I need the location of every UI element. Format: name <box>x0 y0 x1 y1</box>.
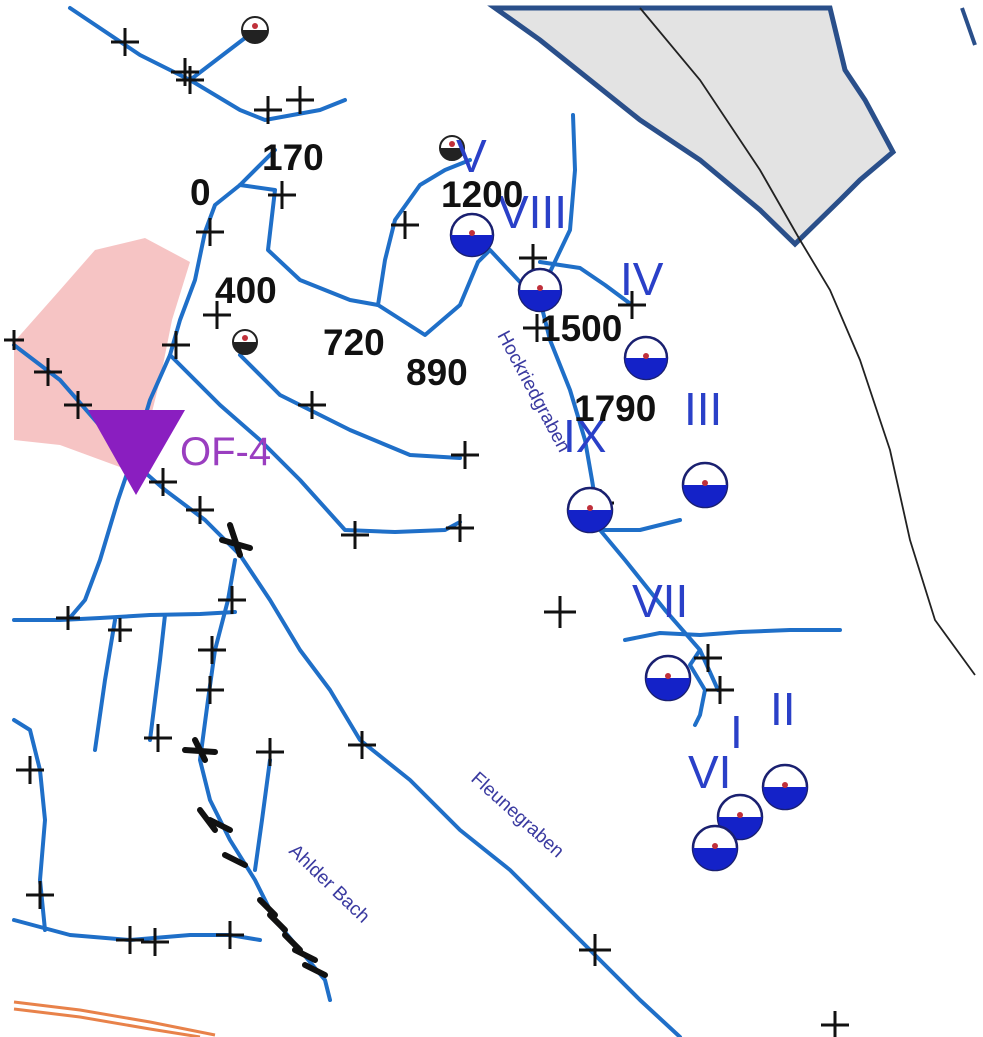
stream-mid-ridge <box>238 183 480 337</box>
stream-left-vert2 <box>148 613 167 742</box>
plus-cross-icon <box>26 881 54 909</box>
distance-label-400: 400 <box>215 270 277 311</box>
plus-cross-icon <box>149 468 177 496</box>
plus-cross-icon <box>391 211 419 239</box>
half-filled-circle-icon <box>517 267 563 313</box>
plus-cross-icon <box>348 731 376 759</box>
filled-circle-icon <box>439 135 465 161</box>
well-label-iii: III <box>684 383 722 435</box>
well-labels: V VIII IV III IX VII II I VI <box>456 130 796 798</box>
stream-vii-small <box>688 648 707 727</box>
plus-cross-icon <box>203 301 231 329</box>
plus-cross-icon <box>196 676 224 704</box>
stream-topleft <box>68 6 347 122</box>
outfall-label: OF-4 <box>180 430 271 474</box>
plus-cross-icon <box>108 618 132 642</box>
plus-cross-icon <box>186 496 214 524</box>
plus-cross-icon <box>256 738 284 766</box>
plus-cross-icon <box>34 358 62 386</box>
stream-v-branch <box>376 158 472 307</box>
well-label-ii: II <box>770 683 796 735</box>
filled-circle-icon <box>241 16 269 44</box>
half-filled-circle-icon <box>691 824 739 872</box>
river-right-edge <box>960 7 977 46</box>
stream-left-horizontal <box>12 610 237 622</box>
plus-cross-icon <box>523 314 551 342</box>
plus-cross-icon <box>64 391 92 419</box>
well-label-ix: IX <box>563 410 606 462</box>
plus-cross-icon <box>254 96 282 124</box>
stream-left-vert1 <box>93 618 117 752</box>
boundary-line <box>639 7 976 676</box>
plus-cross-icon <box>446 514 474 542</box>
gray-area <box>487 5 897 248</box>
well-label-i: I <box>730 706 743 758</box>
distance-label-720: 720 <box>323 322 385 363</box>
distance-label-890: 890 <box>406 352 468 393</box>
plus-cross-icon <box>176 66 204 94</box>
stream-mid-down <box>168 353 462 534</box>
stream-mid-down2 <box>238 353 462 460</box>
stream-ahlder-side <box>253 758 272 872</box>
plus-cross-icon <box>116 926 144 954</box>
plus-cross-icon <box>341 521 369 549</box>
plus-cross-icon <box>196 218 224 246</box>
plus-cross-icon <box>111 28 139 56</box>
plus-cross-icon <box>286 86 314 114</box>
orange-line <box>13 1000 216 1037</box>
plus-cross-icon <box>216 921 244 949</box>
outfall-marker: OF-4 <box>88 410 271 495</box>
half-filled-circle-icon <box>681 461 729 509</box>
distance-label-1500: 1500 <box>540 308 622 349</box>
half-filled-circle-icon <box>623 335 669 381</box>
plus-cross-icon <box>198 636 226 664</box>
plus-cross-icon <box>16 756 44 784</box>
stream-bottom-left-b <box>12 918 262 942</box>
stream-label-ahlder-bach: Ahlder Bach <box>285 840 374 927</box>
plus-cross-icon <box>618 291 646 319</box>
stream-ix-side <box>598 518 682 532</box>
plus-cross-icon <box>694 644 722 672</box>
half-filled-circle-icon <box>644 654 692 702</box>
stream-vii-side <box>623 628 842 642</box>
filled-circle-icon <box>232 329 258 355</box>
point-markers <box>232 16 465 355</box>
well-label-v: V <box>456 130 487 182</box>
triangle-down-icon <box>88 410 185 495</box>
cross-markers <box>4 28 849 1037</box>
well-label-iv: IV <box>620 253 664 305</box>
well-markers <box>449 212 809 872</box>
dense-cluster <box>182 522 328 978</box>
plus-cross-icon <box>56 606 80 630</box>
half-filled-circle-icon <box>566 486 614 534</box>
distance-label-0: 0 <box>190 172 211 213</box>
half-filled-circle-icon <box>761 763 809 811</box>
well-label-vii: VII <box>632 575 688 627</box>
distance-label-1790: 1790 <box>574 388 656 429</box>
plus-cross-icon <box>821 1011 849 1037</box>
plus-cross-icon <box>218 586 246 614</box>
plus-cross-icon <box>706 676 734 704</box>
plus-cross-icon <box>579 934 611 966</box>
well-label-viii: VIII <box>498 186 567 238</box>
plus-cross-icon <box>519 244 547 272</box>
plus-cross-icon <box>298 391 326 419</box>
stream-iv-branch <box>538 260 634 307</box>
plus-cross-icon <box>268 181 296 209</box>
plus-cross-icon <box>141 928 169 956</box>
well-label-vi: VI <box>688 746 731 798</box>
distance-label-1200: 1200 <box>441 174 523 215</box>
black-boundary <box>639 7 976 676</box>
plus-cross-icon <box>544 596 576 628</box>
plus-cross-icon <box>4 330 24 350</box>
distance-labels: 0 170 400 720 890 1200 1500 1790 <box>190 137 656 429</box>
river-outlines <box>960 7 977 46</box>
half-filled-circle-icon <box>449 212 495 258</box>
plus-cross-icon <box>162 331 190 359</box>
distance-label-170: 170 <box>262 137 324 178</box>
plus-cross-icon <box>144 724 172 752</box>
plus-cross-icon <box>451 441 479 469</box>
